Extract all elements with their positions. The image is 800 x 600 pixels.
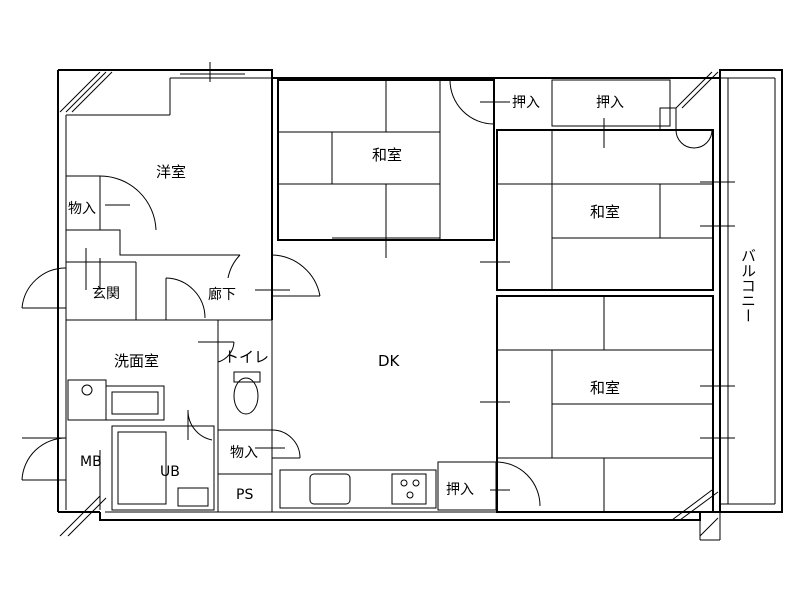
label-washroom: 洗面室	[114, 352, 159, 370]
label-western-room: 洋室	[156, 163, 186, 181]
label-japanese-room-2: 和室	[590, 203, 620, 221]
label-balcony: バルコニー	[739, 248, 757, 323]
label-hallway: 廊下	[208, 286, 236, 303]
label-pipe-space: PS	[236, 487, 253, 503]
western-room	[66, 62, 273, 320]
wall-hatching	[59, 71, 719, 537]
label-storage-2: 物入	[230, 445, 258, 461]
label-entrance: 玄関	[92, 285, 120, 302]
label-dining-kitchen: DK	[378, 352, 401, 370]
closet-bottom	[437, 461, 541, 511]
label-japanese-room-1: 和室	[372, 146, 402, 164]
wet-area	[21, 319, 301, 512]
label-closet-1: 押入	[512, 95, 540, 111]
entrance-hall	[21, 248, 321, 321]
kitchen-counter	[279, 469, 437, 509]
label-closet-3: 押入	[446, 482, 474, 498]
japanese-room-3	[480, 295, 735, 513]
label-toilet: トイレ	[224, 348, 269, 366]
balcony-area	[699, 69, 783, 541]
room-labels: 洋室 物入 玄関 廊下 洗面室 トイレ UB MB 物入 PS DK 和室 和室…	[68, 95, 757, 503]
closets-top	[449, 79, 713, 149]
label-meter-box: MB	[80, 454, 102, 470]
label-storage-1: 物入	[68, 201, 96, 217]
japanese-room-1	[277, 79, 495, 258]
label-japanese-room-3: 和室	[590, 379, 620, 397]
label-closet-2: 押入	[596, 95, 624, 111]
japanese-room-2	[480, 129, 735, 291]
label-unit-bath: UB	[160, 464, 180, 480]
